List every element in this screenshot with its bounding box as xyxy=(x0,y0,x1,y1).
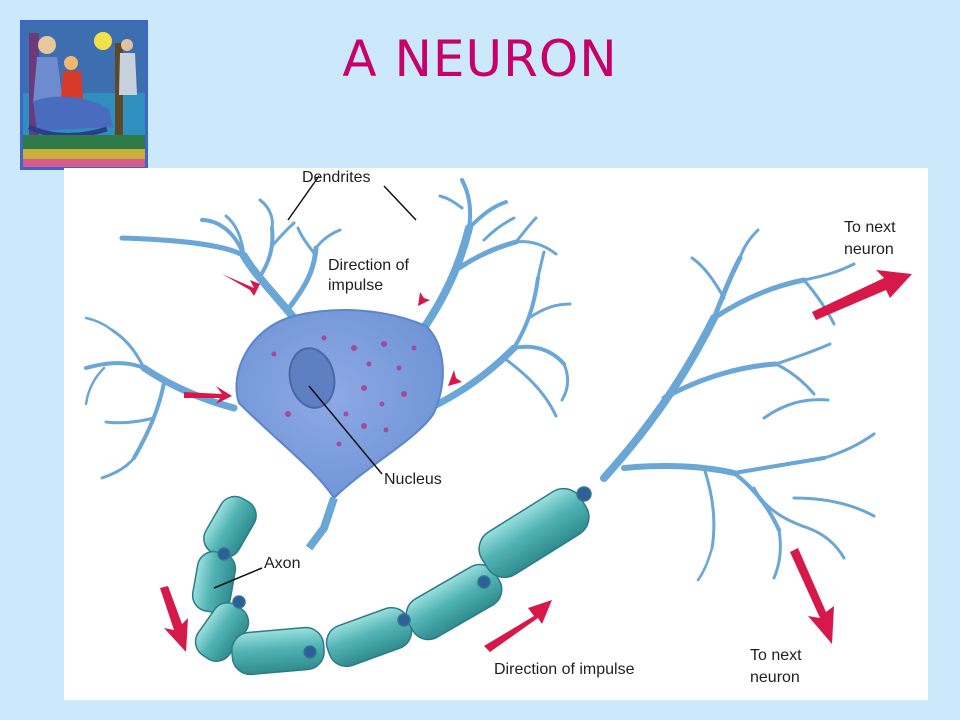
impulse-arrows xyxy=(160,270,912,652)
axon-terminals xyxy=(600,228,876,582)
cell-body xyxy=(235,309,444,500)
label-axon: Axon xyxy=(264,555,301,572)
label-direction-bottom: Direction of impulse xyxy=(494,661,635,678)
label-next-top-line1: To next xyxy=(844,219,896,236)
arrow-next-top xyxy=(812,270,912,320)
arrow-left xyxy=(184,386,232,404)
label-dendrites: Dendrites xyxy=(302,169,371,186)
arrow-next-bottom xyxy=(790,548,834,644)
arrow-top-center xyxy=(418,276,436,306)
arrow-left-bottom xyxy=(160,586,188,652)
nucleus-shape xyxy=(288,347,336,409)
arrow-direction-bottom xyxy=(484,600,552,652)
label-next-top-line2: neuron xyxy=(844,241,894,258)
axon xyxy=(191,486,592,676)
label-next-bottom-line1: To next xyxy=(750,647,802,664)
label-next-bottom-line2: neuron xyxy=(750,669,800,686)
arrow-right-of-soma xyxy=(448,354,482,386)
label-nucleus: Nucleus xyxy=(384,471,442,488)
arrow-upper-left xyxy=(222,274,260,296)
label-direction-top-line2: impulse xyxy=(328,277,384,294)
label-direction-top-line1: Direction of xyxy=(328,257,409,274)
slide-title: A NEURON xyxy=(342,30,618,88)
neuron-illustration xyxy=(84,175,912,676)
neuron-diagram: Dendrites Direction of impulse Nucleus A… xyxy=(64,168,928,700)
painting-thumbnail xyxy=(20,20,148,170)
painting-image xyxy=(23,23,145,167)
nissl-bodies xyxy=(271,335,417,447)
leader-lines xyxy=(213,175,417,589)
